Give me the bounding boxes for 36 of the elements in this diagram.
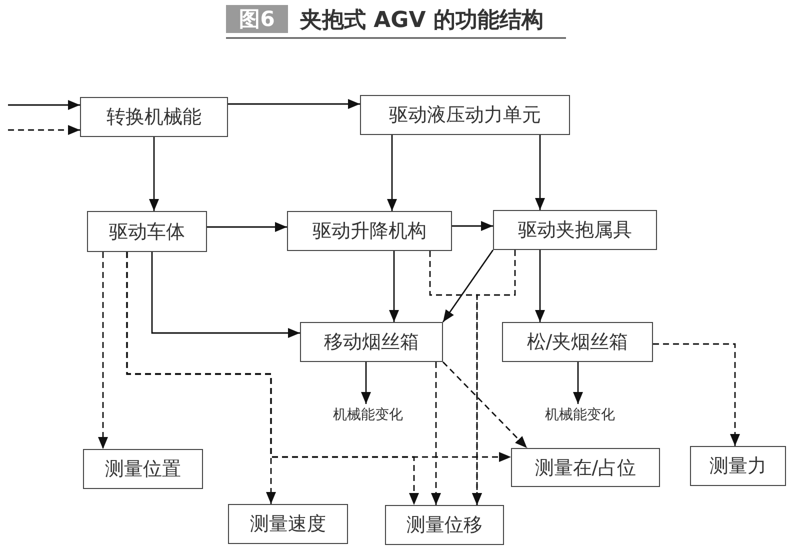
- process-box: 驱动车体: [87, 211, 207, 252]
- arrow: [387, 135, 397, 211]
- arrow: [442, 362, 528, 448]
- arrow: [442, 250, 494, 322]
- arrow: [149, 137, 159, 211]
- arrow: [573, 362, 583, 404]
- process-box: 驱动液压动力单元: [360, 95, 570, 135]
- arrow: [228, 99, 360, 109]
- arrow: [535, 250, 545, 322]
- arrow: [98, 252, 108, 449]
- process-box: 测量在/占位: [511, 448, 660, 487]
- figure-number: 图6: [226, 5, 288, 33]
- process-box: 松/夹烟丝箱: [502, 322, 653, 362]
- arrow: [8, 100, 80, 110]
- arrow: [207, 222, 287, 232]
- process-box: 测量位移: [385, 505, 504, 545]
- result-text: 机械能变化: [318, 404, 418, 426]
- arrow: [389, 251, 399, 322]
- arrow: [653, 343, 740, 446]
- process-box: 转换机械能: [80, 97, 228, 137]
- arrow: [452, 221, 493, 231]
- arrow: [472, 250, 516, 505]
- arrow: [8, 125, 80, 135]
- arrow: [361, 362, 371, 404]
- process-box: 驱动夹抱属具: [493, 210, 657, 250]
- process-box: 测量力: [690, 446, 786, 486]
- arrow: [126, 252, 419, 505]
- process-box: 移动烟丝箱: [300, 322, 443, 362]
- title: 夹抱式 AGV 的功能结构: [300, 7, 544, 35]
- process-box: 测量速度: [228, 504, 348, 544]
- process-box: 驱动升降机构: [287, 211, 452, 251]
- arrow: [151, 252, 300, 338]
- process-box: 测量位置: [83, 449, 203, 489]
- result-text: 机械能变化: [530, 404, 630, 426]
- arrow: [431, 362, 441, 505]
- arrow: [535, 135, 545, 210]
